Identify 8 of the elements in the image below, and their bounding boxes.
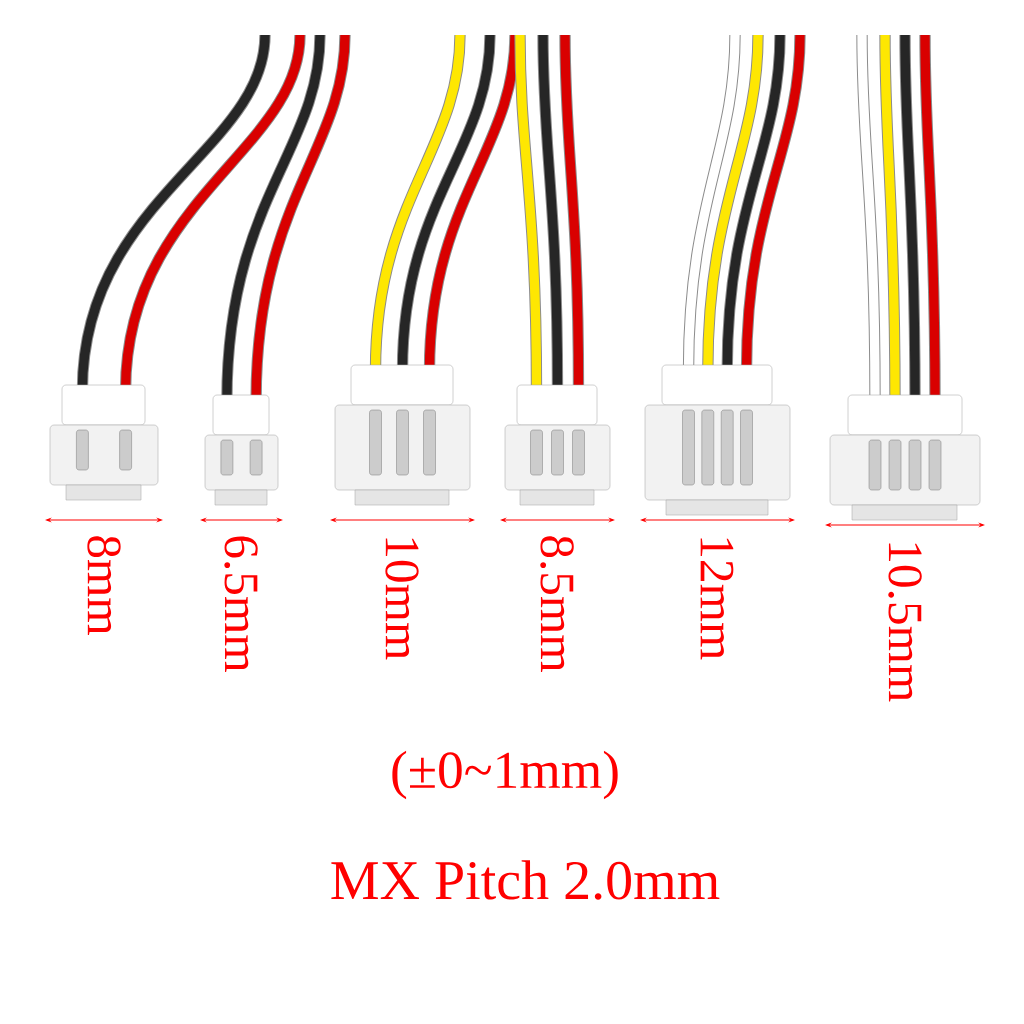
pitch-note: MX Pitch 2.0mm xyxy=(331,860,720,900)
dimension-label: 10mm xyxy=(385,538,419,660)
dimension-label: 6.5mm xyxy=(224,536,258,672)
dimension-label: 12mm xyxy=(700,538,734,660)
tolerance-note: (±0~1mm) xyxy=(392,750,618,800)
dimension-label: 8.5mm xyxy=(540,536,574,672)
dimension-label: 10.5mm xyxy=(888,543,922,702)
dimension-label: 8mm xyxy=(87,536,121,635)
